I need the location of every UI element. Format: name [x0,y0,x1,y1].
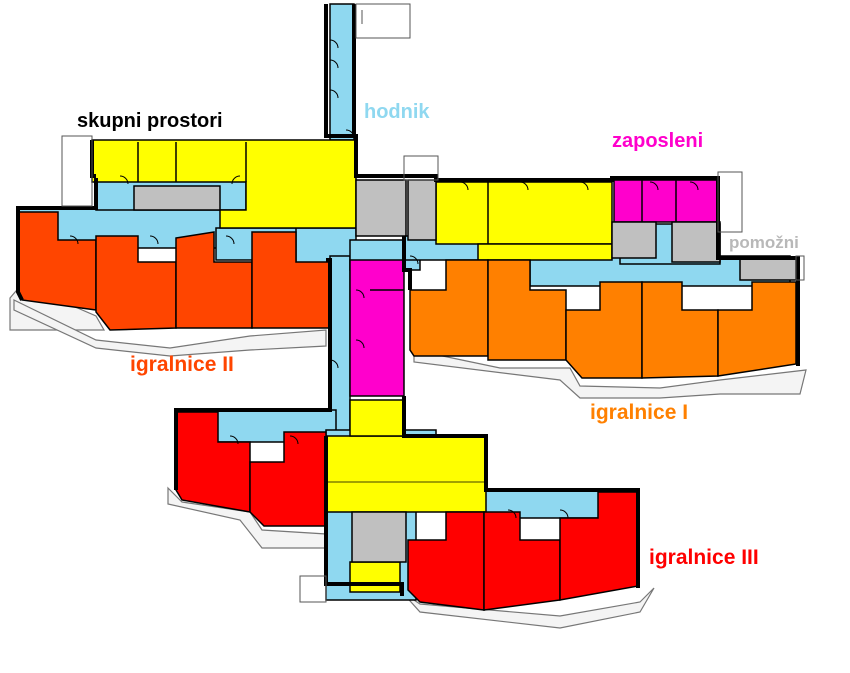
staff-room-spine [349,259,405,397]
label-corridor: hodnik [364,101,430,123]
terraces [9,283,807,629]
playroom-1c [565,281,643,379]
common-room-south [325,435,487,513]
common-room-spine [349,399,405,437]
label-staff: zaposleni [612,130,704,152]
corridor-spine [329,255,351,437]
playroom-1a [409,259,489,357]
playrooms-3 [175,411,639,611]
common-room-east [435,181,613,245]
common-room-small [349,561,401,593]
aux-room-7 [351,511,407,563]
auxiliary-spaces [133,179,797,563]
common-spaces [91,139,613,593]
corridor-north [329,3,355,141]
common-room-east-lower [477,243,613,261]
aux-room-6 [133,185,221,211]
aux-room-5 [739,257,797,281]
playroom-1d [641,281,719,379]
aux-room-3 [611,221,657,259]
playroom-3d [483,511,561,611]
playroom-1b [487,259,567,361]
label-playrooms-2: igralnice II [130,353,234,376]
label-common-spaces: skupni prostori [77,110,223,132]
playrooms-2 [17,211,331,331]
playroom-2b [95,235,177,331]
entrances [61,3,805,603]
door-swings [69,39,699,519]
label-auxiliary: pomožni [729,233,799,252]
playroom-1e [717,281,797,377]
label-playrooms-3: igralnice III [649,546,759,569]
aux-room-1 [355,179,407,237]
staff-spaces [349,179,719,397]
playroom-3b [249,431,327,527]
aux-room-4 [671,221,721,263]
staff-room-north [613,179,719,223]
aux-room-2 [407,179,437,241]
playroom-3c [407,511,485,611]
outer-walls [16,4,800,596]
label-playrooms-1: igralnice I [590,401,689,424]
playrooms-1 [409,259,797,379]
